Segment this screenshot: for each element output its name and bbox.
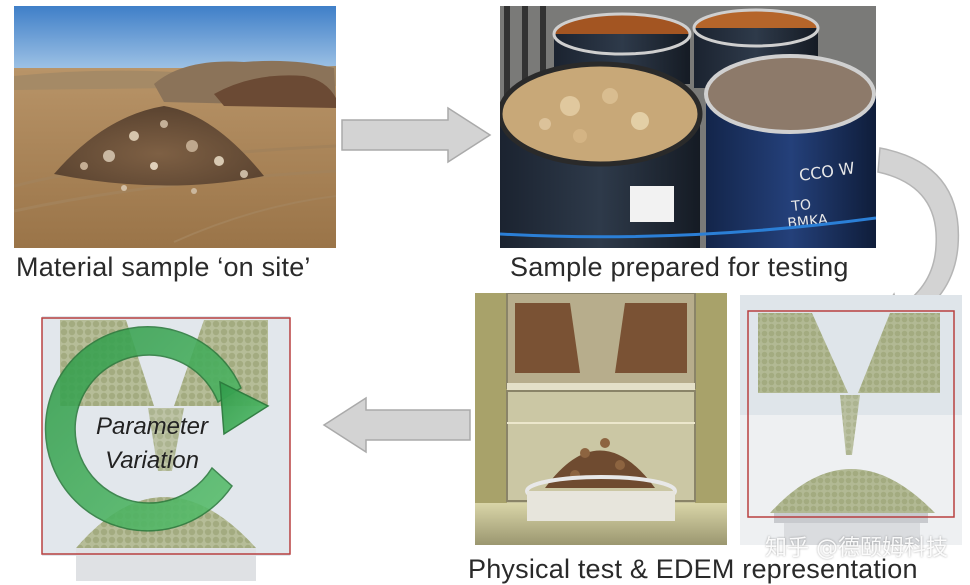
watermark: 知乎 @德颐姆科技 — [765, 536, 948, 561]
cycle-label: Parameter Variation — [72, 410, 232, 478]
cycle-label-line2: Variation — [105, 447, 199, 474]
arrow-right-to-preparation — [340, 106, 492, 164]
photo-barrels-prepared: CCO W TO BMKA — [500, 6, 876, 248]
caption-sample-prepared: Sample prepared for testing — [510, 252, 849, 282]
edem-simulation-result — [740, 295, 962, 545]
caption-physical-test: Physical test & EDEM representation — [468, 554, 918, 584]
svg-text:TO: TO — [790, 197, 812, 215]
arrow-left-to-calibration — [322, 396, 472, 454]
photo-physical-test-rig — [475, 293, 727, 545]
caption-material-on-site: Material sample ‘on site’ — [16, 252, 311, 282]
cycle-label-line1: Parameter — [95, 413, 209, 440]
edem-parameter-variation — [36, 296, 298, 581]
photo-material-on-site — [14, 6, 336, 248]
